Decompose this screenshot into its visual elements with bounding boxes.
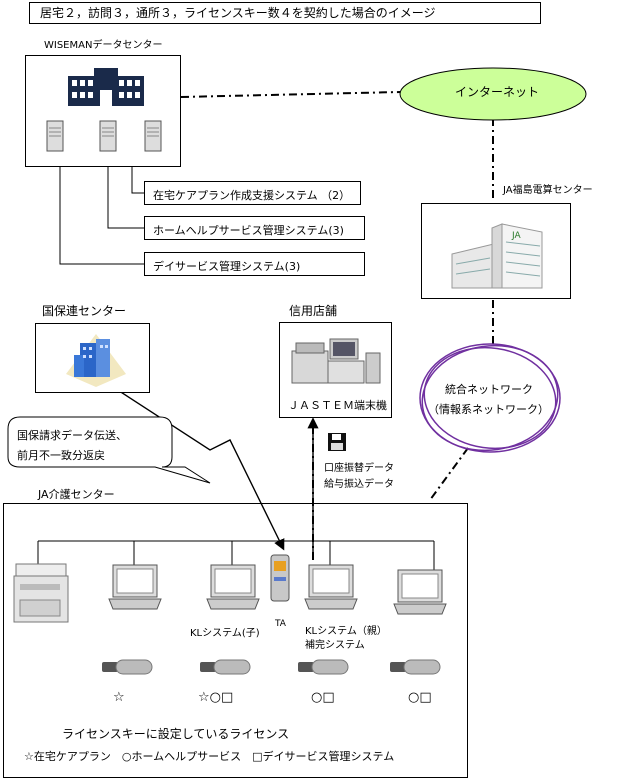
usb-key-icon: [102, 659, 153, 675]
laptop-icon: [393, 569, 447, 615]
usb-key-icon: [298, 659, 349, 675]
callout-line2: 前月不一致分返戻: [17, 449, 105, 462]
kokuho-box: [35, 323, 150, 393]
system-box-careplan: 在宅ケアプラン作成支援システム （2）: [144, 181, 361, 205]
header-box: 居宅２，訪問３，通所３，ライセンスキー数４を契約した場合のイメージ: [29, 2, 541, 24]
shinyo-box: ＪＡＳＴＥＭ端末機: [279, 322, 392, 418]
office-tower-icon: [66, 334, 126, 387]
shinyo-label: 信用店舗: [289, 304, 338, 318]
kl-child-label: KLシステム(子): [190, 628, 260, 639]
usb-key-icon: [390, 659, 441, 675]
kl-parent-label-line1: KLシステム（親）: [305, 626, 387, 637]
integrated-network-ring: [419, 343, 561, 453]
jastem-terminal-label: ＪＡＳＴＥＭ端末機: [288, 399, 387, 412]
key-mark: ☆○□: [198, 690, 234, 705]
kokuho-label: 国保連センター: [42, 304, 127, 318]
laptop-icon: [206, 564, 260, 610]
network-label-line1: 統合ネットワーク: [445, 383, 533, 396]
wiseman-box: [25, 55, 181, 167]
key-mark: ☆: [113, 690, 125, 705]
transfer-line2: 給与振込データ: [324, 479, 394, 490]
floppy-disk-icon: [328, 433, 346, 451]
terminal-adapter-icon: [270, 554, 290, 602]
system-box-homehelp: ホームヘルプサービス管理システム(3): [144, 216, 365, 240]
kaigo-center-label: JA介護センター: [38, 488, 115, 501]
page-title: 居宅２，訪問３，通所３，ライセンスキー数４を契約した場合のイメージ: [40, 6, 436, 20]
key-mark: ○□: [311, 690, 335, 705]
laptop-icon: [304, 564, 358, 610]
building-icon: [68, 68, 144, 106]
server-icon: [144, 120, 162, 152]
license-title: ライセンスキーに設定しているライセンス: [62, 727, 290, 741]
kl-parent-label-line2: 補完システム: [305, 640, 365, 651]
svg-text:JA: JA: [511, 231, 521, 241]
callout-line1: 国保請求データ伝送、: [17, 429, 127, 442]
server-icon: [99, 120, 117, 152]
wiseman-internet-link: [180, 91, 401, 98]
system-box-dayservice: デイサービス管理システム(3): [144, 252, 365, 276]
license-legend: ☆在宅ケアプラン ○ホームヘルプサービス □デイサービス管理システム: [24, 750, 395, 763]
usb-key-icon: [200, 659, 251, 675]
office-building-icon: JA: [451, 223, 543, 289]
laptop-icon: [108, 564, 162, 610]
ja-fukushima-label: JA福島電算センター: [503, 185, 593, 196]
server3-link: [59, 152, 144, 265]
kaigo-center-box: [3, 503, 468, 778]
ta-label: TA: [275, 619, 286, 629]
server2-link: [107, 152, 144, 229]
printer-icon: [13, 563, 69, 623]
network-label-line2: （情報系ネットワーク）: [428, 403, 549, 416]
ja-fukushima-box: JA: [421, 203, 571, 299]
key-mark: ○□: [408, 690, 432, 705]
server-icon: [46, 120, 64, 152]
wiseman-label: WISEMANデータセンター: [44, 40, 163, 51]
terminal-icon: [291, 338, 381, 384]
internet-label: インターネット: [455, 85, 540, 99]
callout-bubble: [7, 416, 211, 484]
transfer-line1: 口座振替データ: [324, 463, 394, 474]
internet-cloud: [399, 67, 587, 121]
